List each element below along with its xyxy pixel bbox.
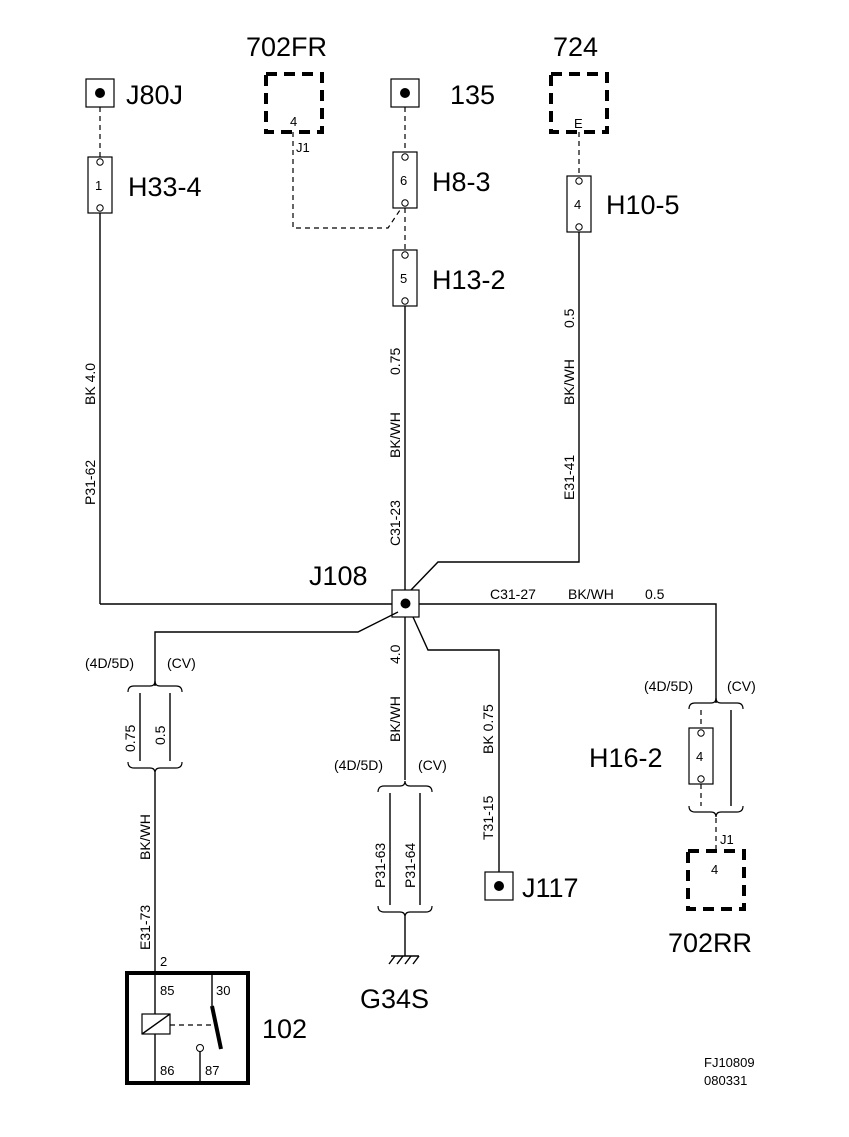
j108-label: J108 xyxy=(309,561,368,591)
bottom-left-wire xyxy=(154,611,399,686)
702fr-sub: J1 xyxy=(296,140,310,155)
gnd-brace-bottom xyxy=(377,905,433,918)
right-vertical-wire xyxy=(410,232,580,591)
relay-87-contact xyxy=(196,1044,204,1052)
center-wire-size: 0.75 xyxy=(387,348,403,375)
j117-label: J117 xyxy=(522,873,579,903)
horiz-wire-size: 0.5 xyxy=(645,586,665,602)
j117-wire-code: T31-15 xyxy=(480,795,496,840)
connector-h13-2: 5 H13-2 xyxy=(392,249,506,307)
horiz-wire-color: BK/WH xyxy=(568,586,614,602)
horiz-wire-code: C31-27 xyxy=(490,586,536,602)
702rr-sub: J1 xyxy=(720,832,734,847)
right-wire-code: E31-41 xyxy=(561,455,577,500)
h16-2-label: H16-2 xyxy=(589,743,663,773)
connector-h8-3: 6 H8-3 xyxy=(392,151,491,209)
splice-j108: J108 xyxy=(309,561,420,618)
j117-wire-color: BK 0.75 xyxy=(480,704,496,754)
j80j-label: J80J xyxy=(126,80,183,110)
connector-h16-2: 4 H16-2 xyxy=(589,727,714,785)
bl-wire-code: E31-73 xyxy=(137,905,153,950)
h10-5-pin: 4 xyxy=(574,197,581,212)
relay-switch-arm xyxy=(210,1005,223,1050)
relay-label: 102 xyxy=(262,1014,307,1044)
bl-size-a: 0.75 xyxy=(122,725,138,752)
ground-symbol-icon xyxy=(388,955,420,965)
relay-85-label: 85 xyxy=(160,983,174,998)
br-variant-a: (4D/5D) xyxy=(644,678,693,694)
gnd-code-a: P31-63 xyxy=(372,843,388,888)
br-brace-bottom xyxy=(688,805,744,818)
bl-variant-a: (4D/5D) xyxy=(85,655,134,671)
702fr-dashed-wire xyxy=(292,132,405,229)
fusebox-702rr: J1 4 702RR xyxy=(668,832,752,958)
br-brace-top xyxy=(688,697,744,710)
date-code: 080331 xyxy=(704,1073,747,1088)
connector-h10-5: 4 H10-5 xyxy=(566,175,680,233)
relay-coil-diagonal xyxy=(141,1013,171,1035)
h16-2-pin: 4 xyxy=(696,749,703,764)
h13-2-label: H13-2 xyxy=(432,265,506,295)
724-label: 724 xyxy=(553,32,598,62)
702fr-pin: 4 xyxy=(290,114,297,129)
bl-variant-b: (CV) xyxy=(167,655,196,671)
gnd-brace-top xyxy=(377,780,433,793)
center-wire-color: BK/WH xyxy=(387,412,403,458)
connector-j117: J117 xyxy=(484,871,579,903)
gnd-variant-a: (4D/5D) xyxy=(334,757,383,773)
j117-wire xyxy=(412,616,500,872)
fusebox-724: 724 E xyxy=(549,32,609,134)
relay-86-label: 86 xyxy=(160,1063,174,1078)
fusebox-702fr: 702FR 4 J1 xyxy=(246,32,327,155)
gnd-variant-b: (CV) xyxy=(418,757,447,773)
connector-135: 135 xyxy=(390,78,495,110)
h33-4-label: H33-4 xyxy=(128,172,202,202)
right-wire-color: BK/WH xyxy=(561,359,577,405)
left-wire-code: P31-62 xyxy=(82,460,98,505)
bl-size-b: 0.5 xyxy=(152,725,168,745)
h8-3-label: H8-3 xyxy=(432,167,491,197)
gnd-wire-size: 4.0 xyxy=(387,644,403,664)
h33-4-pin: 1 xyxy=(95,178,102,193)
relay-30-label: 30 xyxy=(216,983,230,998)
h8-3-pin: 6 xyxy=(400,173,407,188)
702rr-pin: 4 xyxy=(711,862,718,877)
bl-brace-bottom xyxy=(127,761,183,774)
gnd-code-b: P31-64 xyxy=(402,843,418,888)
center-wire-code: C31-23 xyxy=(387,500,403,546)
horizontal-right-wire xyxy=(419,603,717,703)
connector-h33-4: 1 H33-4 xyxy=(87,156,202,214)
left-wire-size: BK 4.0 xyxy=(82,363,98,405)
gnd-wire-color: BK/WH xyxy=(387,696,403,742)
relay-102: 85 30 86 87 102 xyxy=(125,971,307,1085)
right-wire-size: 0.5 xyxy=(561,308,577,328)
bl-wire-color: BK/WH xyxy=(137,814,153,860)
h10-5-label: H10-5 xyxy=(606,190,680,220)
bl-brace-top xyxy=(127,680,183,693)
br-variant-b: (CV) xyxy=(727,678,756,694)
relay-input-pin: 2 xyxy=(160,954,167,969)
h13-2-pin: 5 xyxy=(400,271,407,286)
724-pin: E xyxy=(574,116,583,131)
702fr-label: 702FR xyxy=(246,32,327,62)
relay-87-label: 87 xyxy=(205,1063,219,1078)
ground-label: G34S xyxy=(360,984,429,1014)
connector-j80j: J80J xyxy=(85,78,183,110)
702rr-label: 702RR xyxy=(668,928,752,958)
135-label: 135 xyxy=(450,80,495,110)
figure-id: FJ10809 xyxy=(704,1055,755,1070)
